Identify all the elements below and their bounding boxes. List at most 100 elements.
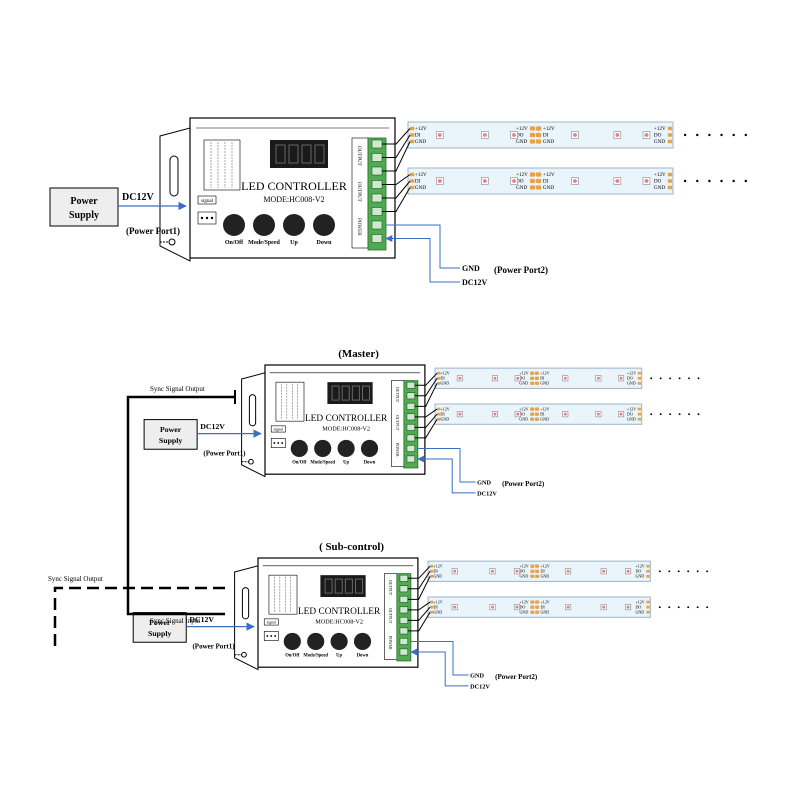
solder-pad [430, 600, 434, 604]
model-label: MODE:HC008-V2 [322, 426, 370, 433]
terminal-screw [399, 595, 409, 603]
strip-pin-label: DO [519, 569, 525, 574]
button-mode-speed [253, 214, 275, 236]
power-supply-label: Supply [159, 436, 183, 445]
terminal-screw [371, 207, 383, 216]
solder-pad [530, 600, 535, 604]
led-chip-dot [437, 179, 442, 183]
segment-display [320, 575, 366, 597]
strip-pin-label: +12V [433, 564, 442, 569]
led-chip-dot [437, 133, 442, 137]
led-chip-dot [644, 179, 649, 183]
continuation-dot [669, 377, 672, 380]
sync-output-label: Sync Signal Output [150, 385, 205, 393]
solder-pad [410, 126, 415, 131]
button-down [313, 214, 335, 236]
solder-pad [646, 610, 650, 614]
led-chip-dot [573, 133, 577, 137]
strip-pin-label: DI [540, 604, 545, 609]
power-supply-box [143, 419, 198, 450]
signal-label: signal [201, 199, 214, 204]
solder-pad [530, 569, 535, 573]
strip-pin-label: +12V [540, 371, 549, 376]
led-chip-dot [512, 133, 516, 137]
strip-pin-label: DO [519, 376, 525, 381]
button-on-off [223, 214, 245, 236]
power-port2-label: (Power Port2) [494, 265, 548, 275]
continuation-dot [669, 413, 672, 416]
segment-display [270, 140, 328, 168]
button-label: On/Off [292, 460, 307, 465]
continuation-dot [658, 570, 661, 573]
terminal-screw [406, 392, 416, 400]
wire [382, 180, 411, 199]
dc12v-in-label: DC12V [200, 422, 225, 431]
output-label: OUTPUT [356, 146, 361, 166]
strip-pin-label: GND [654, 185, 665, 191]
solder-pad [529, 132, 536, 138]
solder-pad [534, 417, 539, 421]
led-chip-dot [619, 376, 623, 380]
led-chip-dot [644, 133, 649, 137]
continuation-dot [696, 179, 699, 183]
wire [382, 134, 411, 158]
wire [414, 408, 438, 418]
power-supply-label: Power [149, 618, 171, 627]
continuation-dot [659, 413, 662, 416]
sub-sync-output-label: Sync Signal Output [48, 575, 103, 583]
signal-tag [263, 618, 279, 626]
continuation-dot [732, 133, 735, 137]
strip-pin-label: DO [654, 179, 662, 185]
solder-pad [530, 376, 535, 380]
solder-pad [529, 139, 536, 144]
continuation-dot [658, 606, 661, 609]
strip-pin-label: GND [627, 381, 636, 386]
solder-pad [646, 600, 650, 604]
solder-pad [530, 417, 535, 421]
strip-pin-label: GND [415, 139, 426, 145]
output-label: POWER [388, 636, 392, 650]
signal-pin [266, 635, 269, 637]
button-label: Down [364, 460, 376, 465]
solder-pad [530, 610, 535, 614]
strip-pin-label: GND [635, 610, 644, 615]
power-supply-box [132, 612, 187, 643]
strip-pin-label: DO [627, 376, 633, 381]
button-mode-speed [314, 439, 332, 458]
strip-pin-label: DO [519, 604, 525, 609]
strip-pin-label: GND [433, 610, 442, 615]
spec-label [268, 574, 298, 615]
continuation-dot [706, 606, 709, 609]
continuation-dot [696, 570, 699, 573]
dc12v-in-label: DC12V [122, 192, 154, 203]
solder-pad [410, 172, 415, 177]
strip-pin-label: +12V [433, 599, 442, 604]
dc12v-out-label: DC12V [477, 490, 497, 497]
wire [407, 606, 431, 621]
spec-label [275, 381, 305, 422]
solder-pad [535, 139, 542, 144]
controller-label: LED CONTROLLER [241, 179, 347, 193]
continuation-dot [720, 133, 723, 137]
terminal-screw [406, 423, 416, 431]
continuation-dot [706, 570, 709, 573]
solder-pad [430, 564, 434, 568]
terminal-screw [371, 234, 383, 243]
strip-pin-label: GND [516, 139, 527, 145]
strip-pin-label: DO [635, 569, 641, 574]
solder-pad [535, 610, 540, 614]
terminal-screw [399, 638, 409, 645]
terminal-screw [399, 585, 409, 593]
sync-input-label: Sync Signal Input [150, 617, 200, 625]
solder-pad [637, 412, 642, 416]
solder-pad [430, 569, 434, 573]
wire [407, 601, 431, 611]
strip-pin-label: DI [433, 604, 438, 609]
strip-pin-label: GND [415, 185, 426, 191]
continuation-dot [659, 377, 662, 380]
terminal-screw [371, 193, 383, 203]
solder-pad [535, 172, 542, 177]
solder-pad [637, 376, 642, 380]
led-chip-dot [515, 569, 519, 573]
